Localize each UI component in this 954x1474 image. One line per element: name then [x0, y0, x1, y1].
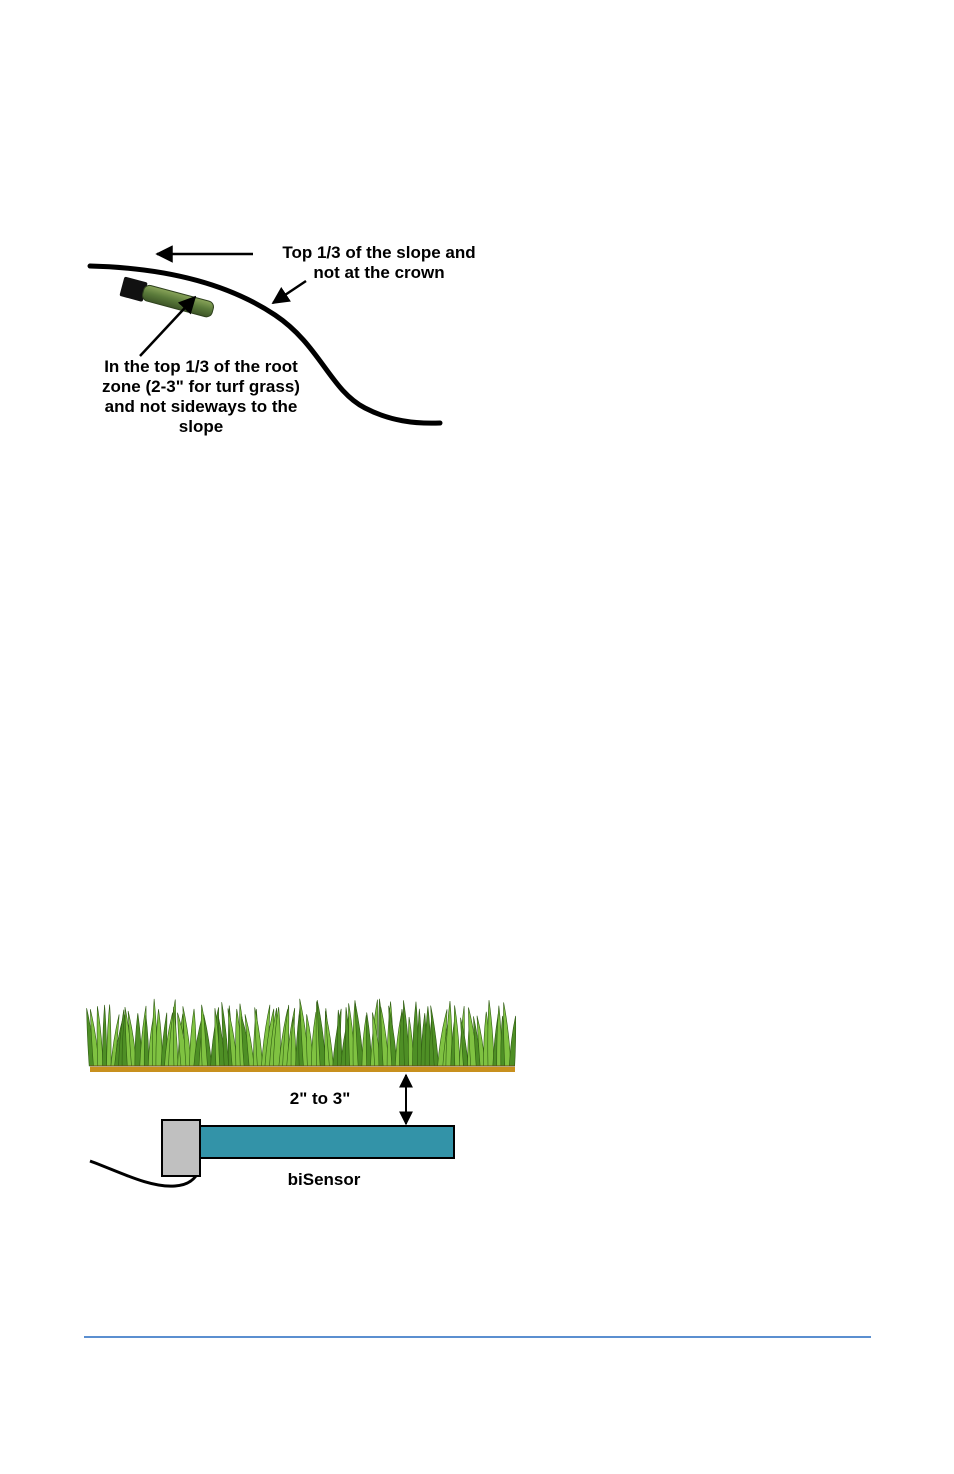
bisensor-label: biSensor [262, 1170, 386, 1190]
grass-blade [454, 1005, 460, 1066]
grass-blade [97, 1006, 103, 1066]
root-label-line: zone (2-3" for turf grass) [92, 377, 310, 397]
bisensor-body [197, 1126, 454, 1158]
grass-field [87, 999, 516, 1066]
root-zone-label: In the top 1/3 of the root zone (2-3" fo… [92, 357, 310, 437]
sensor-tube [141, 284, 215, 318]
grass-blade [102, 1005, 106, 1066]
slope-position-label: Top 1/3 of the slope and not at the crow… [272, 243, 486, 283]
footer-rule [84, 1336, 871, 1338]
slope-label-line: Top 1/3 of the slope and [272, 243, 486, 263]
slope-label-line: not at the crown [272, 263, 486, 283]
bisensor-head [162, 1120, 200, 1176]
soil-line [90, 1067, 515, 1072]
root-label-line: In the top 1/3 of the root [92, 357, 310, 377]
root-label-line: and not sideways to the [92, 397, 310, 417]
grass-blade [107, 1005, 112, 1066]
root-label-line: slope [92, 417, 310, 437]
depth-label: 2" to 3" [268, 1089, 372, 1109]
grass-blade [488, 1000, 494, 1066]
grass-blade [509, 1016, 515, 1066]
slope-pointer-arrow [273, 281, 306, 303]
